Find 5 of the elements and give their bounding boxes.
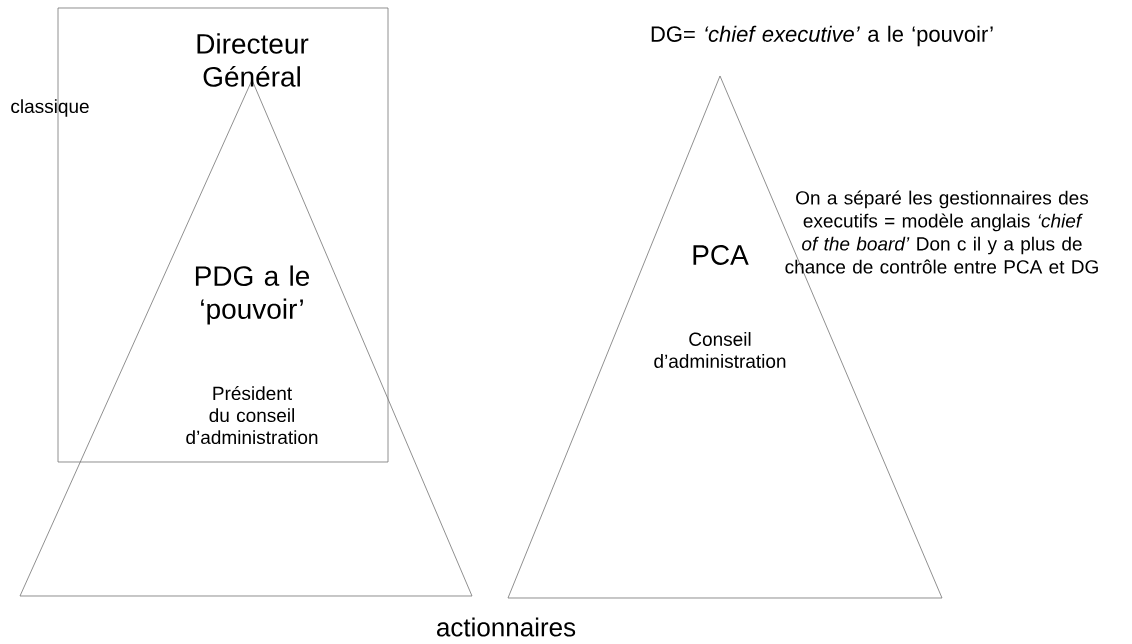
note-text: classique [11, 99, 89, 117]
node-label: DG= ‘chief executive’ a le ‘pouvoir’ [651, 25, 993, 47]
node-label: Directeur [197, 33, 309, 54]
note-text: actionnaires [437, 617, 576, 637]
note-text: On a séparé les gestionnaires des executifs = modèle anglais ‘chief of the board’ Don c il y a plus de chance de contrôle entre PCA et DG [785, 190, 1098, 274]
